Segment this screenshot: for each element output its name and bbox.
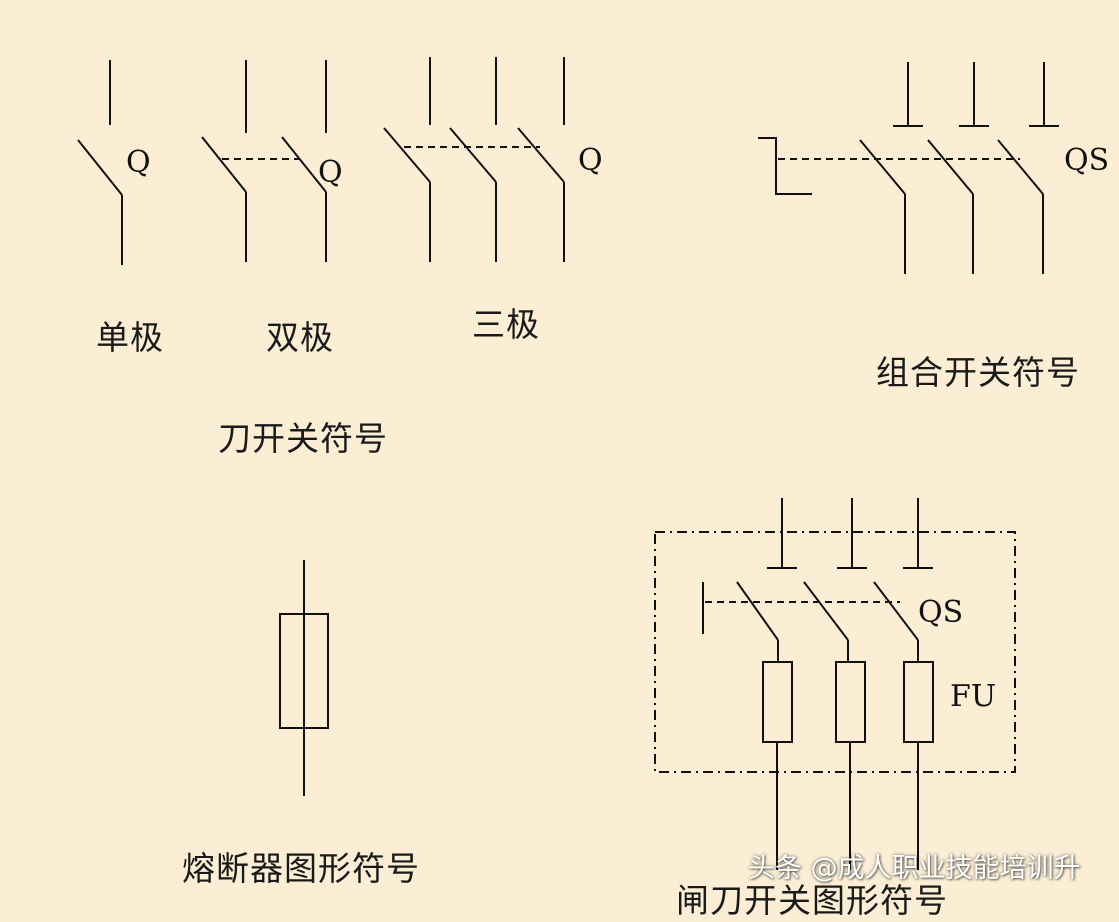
knife-switch-group-caption: 刀开关符号	[218, 419, 388, 458]
fused-switch-qs-letter: QS	[918, 595, 963, 630]
fused-knife-switch-symbol	[654, 498, 1016, 870]
watermark-text: 头条 @成人职业技能培训升	[748, 853, 1081, 884]
triple-pole-switch-symbol	[383, 57, 565, 262]
triple-pole-letter: Q	[578, 143, 603, 178]
double-pole-letter: Q	[318, 155, 343, 190]
fuse-symbol	[279, 560, 329, 796]
combination-switch-letter: QS	[1064, 143, 1109, 178]
combination-switch-caption: 组合开关符号	[876, 353, 1080, 392]
double-pole-switch-symbol	[201, 60, 327, 262]
combination-switch-symbol	[758, 62, 1059, 274]
triple-pole-caption: 三极	[472, 305, 540, 344]
single-pole-switch-symbol	[77, 60, 123, 265]
double-pole-caption: 双极	[266, 318, 334, 357]
single-pole-caption: 单极	[96, 318, 164, 357]
single-pole-letter: Q	[126, 145, 151, 180]
fuse-caption: 熔断器图形符号	[182, 849, 420, 888]
fused-switch-fu-letter: FU	[950, 679, 996, 714]
